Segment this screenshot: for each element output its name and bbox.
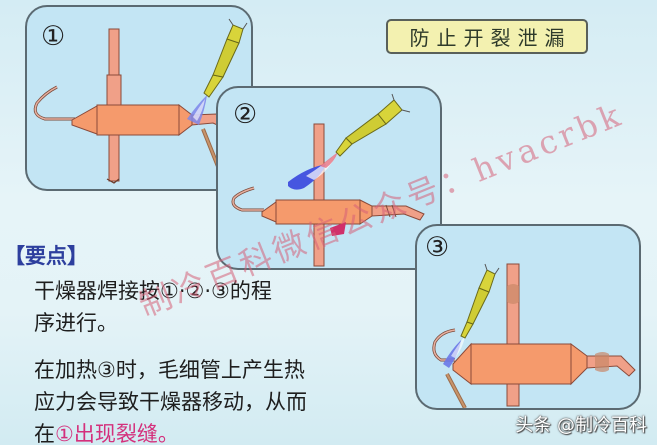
key-point-paragraph-1: 干燥器焊接按①·②·③的程 序进行。 xyxy=(34,275,272,339)
title-box: 防止开裂泄漏 xyxy=(386,19,588,54)
step-1-illustration xyxy=(33,18,248,184)
paragraph-2-line-3-prefix: 在 xyxy=(34,422,55,445)
crack-warning-emphasis: ①出现裂缝。 xyxy=(55,422,179,445)
step-3-panel: ③ xyxy=(415,224,641,410)
paragraph-1-line-2: 序进行。 xyxy=(34,311,118,335)
step-2-number: ② xyxy=(233,99,258,130)
step-2-panel: ② xyxy=(216,86,442,270)
step-2-illustration xyxy=(231,93,425,267)
paragraph-2-line-3: 在①出现裂缝。 xyxy=(34,418,307,445)
step-1-panel: ① xyxy=(25,5,253,191)
paragraph-2-line-2: 应力会导致干燥器移动，从而 xyxy=(34,390,307,414)
title-text: 防止开裂泄漏 xyxy=(409,26,572,50)
key-point-paragraph-2: 在加热③时，毛细管上产生热 应力会导致干燥器移动，从而 在①出现裂缝。 xyxy=(34,354,307,445)
paragraph-1-line-1: 干燥器焊接按①·②·③的程 xyxy=(34,279,272,303)
step-3-number: ③ xyxy=(425,232,450,263)
paragraph-2-line-1: 在加热③时，毛细管上产生热 xyxy=(34,358,305,382)
step-3-illustration xyxy=(432,263,636,408)
source-tag: 头条 @制冷百科 xyxy=(515,415,647,436)
key-points-label: 【要点】 xyxy=(4,243,88,268)
step-1-number: ① xyxy=(41,21,66,52)
